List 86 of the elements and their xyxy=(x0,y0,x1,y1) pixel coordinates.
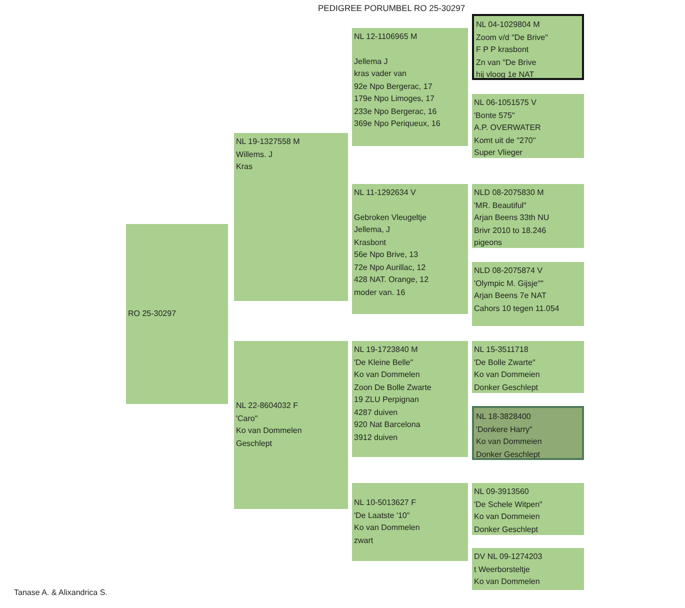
pedigree-text: Geschlept xyxy=(236,438,274,450)
pedigree-text: Zn van "De Brive xyxy=(476,56,538,68)
ring-number: NL 12-1106965 M xyxy=(354,31,418,43)
ring-number: NL 11-1292634 V xyxy=(354,187,417,199)
pedigree-text: 179e Npo Limoges, 17 xyxy=(354,93,436,105)
pedigree-card xyxy=(352,483,468,561)
ring-number: NLD 08-2075830 M xyxy=(474,187,545,199)
ring-number: NL 10-5013627 F xyxy=(354,497,417,509)
pedigree-text: Arjan Beens 33th NU xyxy=(474,212,550,224)
pedigree-text: 428 NAT. Orange, 12 xyxy=(354,274,430,286)
pedigree-text: Jellema J xyxy=(354,56,389,68)
pedigree-text: Arjan Beens 7e NAT xyxy=(474,290,548,302)
pedigree-text: Super Vlieger xyxy=(474,147,524,159)
pedigree-text: 'MR. Beautiful" xyxy=(474,200,528,212)
pedigree-text: 'De Laatste '10" xyxy=(354,510,411,522)
pedigree-text: Donker Geschlept xyxy=(476,448,542,461)
pedigree-card xyxy=(472,483,584,535)
pedigree-text: F P P krasbont xyxy=(476,44,530,56)
pedigree-text: 19 ZLU Perpignan xyxy=(354,394,420,406)
pedigree-text: Ko van Dommeien xyxy=(476,436,543,448)
pedigree-text: 72e Npo Aurillac, 12 xyxy=(354,262,427,274)
ring-number: NL 19-1327558 M xyxy=(236,136,301,148)
ring-number: NL 18-3828400 xyxy=(476,411,532,423)
pedigree-text: Ko van Dommelen xyxy=(474,576,541,588)
pedigree-text: Zoom v/d "De Brive" xyxy=(476,32,549,44)
ring-number: NL 04-1029804 M xyxy=(476,19,541,31)
pedigree-text: hij vloog 1e NAT xyxy=(476,69,536,81)
pedigree-text: Jellema, J xyxy=(354,224,392,236)
pedigree-card xyxy=(472,341,584,393)
pedigree-text: moder van. 16 xyxy=(354,286,406,298)
pedigree-text: Krasbont xyxy=(354,236,388,248)
pedigree-text: 'De Bolle Zwarte" xyxy=(474,356,536,368)
pedigree-text: 'De Kleine Belle" xyxy=(354,356,414,368)
pedigree-text: Ko van Dommeien xyxy=(474,369,541,381)
ring-number: DV NL 09-1274203 xyxy=(474,551,544,563)
pedigree-card xyxy=(126,224,228,404)
ring-number: NL 09-3913560 xyxy=(474,486,530,498)
pedigree-text: 'Bonte 575" xyxy=(474,110,516,122)
pedigree-card xyxy=(472,94,584,158)
pedigree-text: Cahors 10 tegen 11.054 xyxy=(474,302,560,315)
ring-number: NL 22-8604032 F xyxy=(236,400,299,412)
pedigree-text: 920 Nat Barcelona xyxy=(354,419,422,431)
pedigree-text: 'Caro" xyxy=(236,412,259,424)
ring-number: RO 25-30297 xyxy=(128,308,178,320)
pedigree-text: 4287 duiven xyxy=(354,406,399,418)
pedigree-text: Komt uit de "270" xyxy=(474,134,537,146)
pedigree-card xyxy=(472,262,584,326)
pedigree-card xyxy=(352,184,468,314)
pedigree-card xyxy=(234,341,348,509)
pedigree-text: Donker Geschlept xyxy=(474,524,540,536)
pedigree-card xyxy=(472,184,584,248)
pedigree-text: zwart xyxy=(354,534,374,546)
pedigree-card xyxy=(352,341,468,457)
pedigree-text: kras vader van xyxy=(354,68,408,80)
pedigree-text: 56e Npo Brive, 13 xyxy=(354,249,420,261)
pedigree-text: 'Olympic M. Gijsje"" xyxy=(474,278,544,290)
ring-number: NL 15-3511718 xyxy=(474,344,530,356)
pedigree-text: 233e Npo Bergerac, 16 xyxy=(354,106,438,118)
pedigree-text: 369e Npo Periqueux, 16 xyxy=(354,118,442,130)
pedigree-text: Brivr 2010 to 18.246 xyxy=(474,224,548,236)
pedigree-card xyxy=(352,28,468,146)
author-note: Tanase A. & Alixandrica S. xyxy=(14,588,108,597)
pedigree-text: Kras xyxy=(236,161,254,173)
pedigree-card xyxy=(472,406,584,460)
pedigree-text: Zoon De Bolle Zwarte xyxy=(354,382,432,394)
ring-number: NL 06-1051575 V xyxy=(474,97,538,109)
pedigree-text: 92e Npo Bergerac, 17 xyxy=(354,80,434,93)
pedigree-text: 3912 duiven xyxy=(354,432,399,444)
pedigree-text: Gebroken Vleugeltje xyxy=(354,212,428,224)
pedigree-text: Ko van Dommelen xyxy=(354,369,421,381)
pedigree-text: Ko van Dommelen xyxy=(236,425,303,437)
pedigree-text: A.P. OVERWATER xyxy=(474,122,542,134)
ring-number: NLD 08-2075874 V xyxy=(474,265,544,277)
pedigree-text: pigeons xyxy=(474,237,504,249)
pedigree-text: Donker Geschlept xyxy=(474,382,540,394)
pedigree-text: Ko van Dommeien xyxy=(474,511,541,523)
pedigree-text: Willems. J xyxy=(236,148,274,160)
chart-title: PEDIGREE PORUMBEL RO 25-30297 xyxy=(318,3,466,13)
pedigree-text: 'De Schele Witpen" xyxy=(474,498,544,511)
pedigree-card xyxy=(234,133,348,301)
pedigree-text: 'Donkere Harry" xyxy=(476,424,534,436)
pedigree-card xyxy=(472,548,584,590)
ring-number: NL 19-1723840 M xyxy=(354,344,419,356)
pedigree-text: t Weerborsteltje xyxy=(474,564,531,576)
pedigree-card xyxy=(472,14,584,80)
pedigree-text: Ko van Dommelen xyxy=(354,522,421,534)
